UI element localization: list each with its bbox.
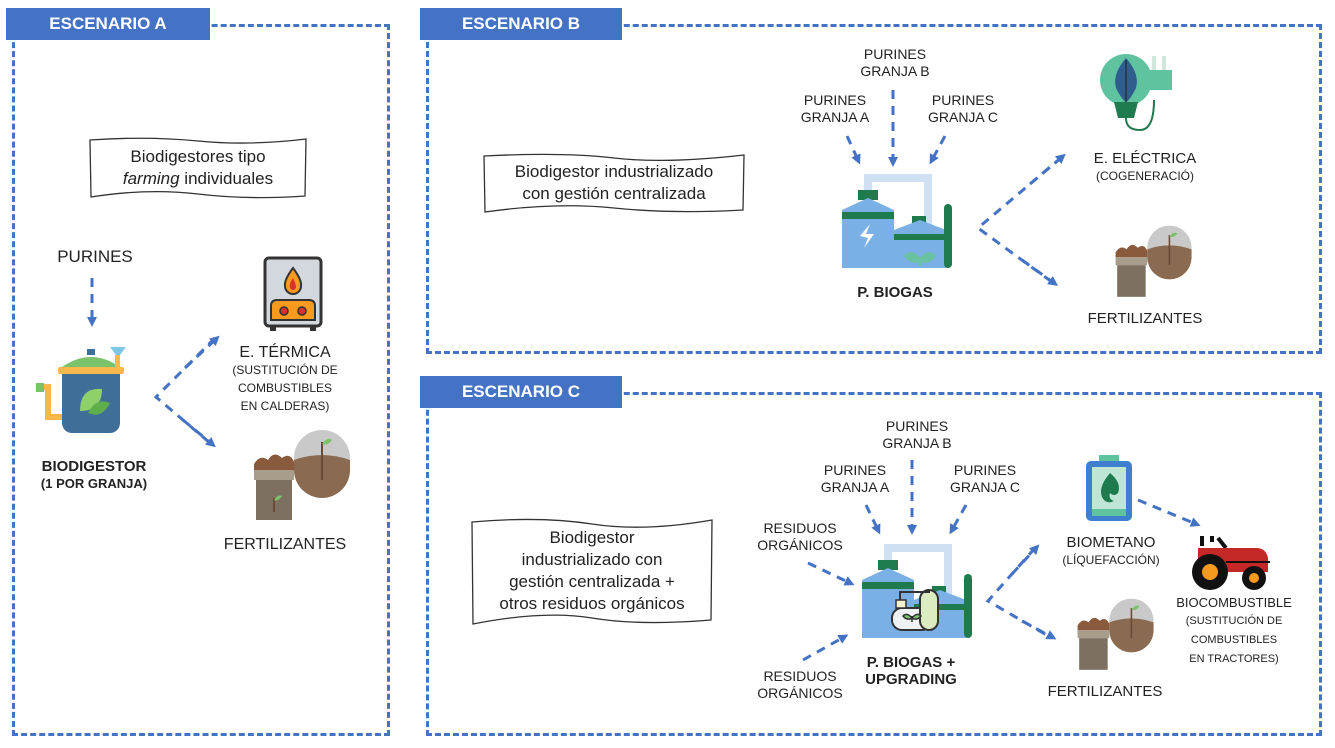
- scenario-b-note-line1: Biodigestor industrializado: [514, 162, 714, 181]
- arrow-granja-a-c: [864, 504, 881, 535]
- biofuel-sub-1: (SUSTITUCIÓN DE: [1185, 615, 1283, 627]
- arrow-to-fert-a: [182, 418, 216, 448]
- arrow-biodigestor-outputs: [153, 336, 217, 445]
- scenario-a-note: Biodigestores tipo farming individuales: [88, 136, 308, 200]
- upgrading-label-line2: UPGRADING: [865, 671, 957, 688]
- electric-title: E. ELÉCTRICA: [1093, 150, 1197, 167]
- b-granja-a-l1: PURINES: [803, 92, 867, 108]
- biofuel-label: BIOCOMBUSTIBLE (SUSTITUCIÓN DE COMBUSTIB…: [1166, 594, 1302, 668]
- scenario-a-note-line1: Biodigestores tipo: [130, 147, 266, 166]
- residues-top-l2: ORGÁNICOS: [757, 537, 843, 553]
- biodigestor-icon: [36, 347, 126, 433]
- c-granja-a-l2: GRANJA A: [820, 479, 890, 495]
- upgrading-label-line1: P. BIOGAS +: [866, 654, 956, 671]
- biomethane-title: BIOMETANO: [1066, 534, 1156, 551]
- thermal-sub-3: EN CALDERAS): [240, 399, 330, 413]
- b-granja-b-l2: GRANJA B: [860, 63, 930, 79]
- electric-sub: (COGENERACIÓ): [1095, 169, 1194, 183]
- c-granja-c-l1: PURINES: [953, 462, 1017, 478]
- arrow-residues-bottom: [802, 634, 849, 662]
- biomethane-sub: (LÍQUEFACCIÓN): [1062, 553, 1160, 567]
- arrow-granja-c-c: [949, 504, 968, 535]
- fertilizer-icon: [1077, 598, 1154, 670]
- b-granja-b-l1: PURINES: [863, 46, 927, 62]
- fertilizer-a-label: FERTILIZANTES: [223, 536, 347, 553]
- scenario-c-note-line2: industrializado con: [521, 550, 663, 569]
- scenario-c-panel: [426, 392, 1322, 736]
- biodigestor-label-line1: BIODIGESTOR: [41, 458, 147, 475]
- biomethane-battery-icon: [1086, 455, 1132, 521]
- thermal-output-label: E. TÉRMICA (SUSTITUCIÓN DE COMBUSTIBLES …: [220, 344, 350, 415]
- biogas-plant-icon: [842, 174, 952, 268]
- scenario-c-tab: ESCENARIO C: [420, 376, 622, 408]
- fertilizer-b-label: FERTILIZANTES: [1087, 310, 1203, 327]
- thermal-sub-1: (SUSTITUCIÓN DE: [232, 363, 338, 377]
- scenario-a-note-italic: farming: [122, 169, 180, 188]
- biofuel-title: BIOCOMBUSTIBLE: [1176, 595, 1292, 610]
- scenario-b-note-line2: con gestión centralizada: [522, 184, 706, 203]
- biofuel-sub-2: COMBUSTIBLES: [1190, 634, 1278, 646]
- electric-output-label: E. ELÉCTRICA (COGENERACIÓ): [1080, 150, 1210, 185]
- biomethane-label: BIOMETANO (LÍQUEFACCIÓN): [1046, 534, 1176, 569]
- arrow-biomethane-to-biofuel: [1137, 498, 1201, 527]
- arrow-upgrading-outputs: [985, 547, 1051, 639]
- fertilizer-c-label: FERTILIZANTES: [1047, 683, 1163, 700]
- c-granja-c-l2: GRANJA C: [949, 479, 1020, 495]
- scenario-c-note-line4: otros residuos orgánicos: [499, 594, 685, 613]
- biodigestor-label-line2: (1 POR GRANJA): [40, 476, 148, 491]
- c-granja-b-l1: PURINES: [885, 418, 949, 434]
- fertilizer-icon: [1115, 225, 1192, 297]
- scenario-c-note-line3: gestión centralizada +: [509, 572, 675, 591]
- b-granja-a-l2: GRANJA A: [800, 109, 870, 125]
- residues-top-l1: RESIDUOS: [763, 520, 837, 536]
- electric-bulb-icon: [1100, 54, 1172, 132]
- scenario-b-note: Biodigestor industrializado con gestión c…: [482, 152, 746, 214]
- tractor-icon: [1192, 536, 1270, 590]
- arrow-biogas-outputs: [975, 155, 1063, 284]
- scenario-a-input-purines: PURINES: [57, 247, 133, 266]
- scenario-c-note-line1: Biodigestor: [549, 528, 635, 547]
- c-granja-b-l2: GRANJA B: [882, 435, 952, 451]
- residues-bottom-l1: RESIDUOS: [763, 668, 837, 684]
- b-granja-c-l2: GRANJA C: [927, 109, 998, 125]
- arrow-to-thermal: [183, 335, 220, 370]
- c-granja-a-l1: PURINES: [823, 462, 887, 478]
- biogas-plant-label: P. BIOGAS: [857, 284, 933, 301]
- scenario-a-note-rest: individuales: [179, 169, 274, 188]
- scenario-a-tab: ESCENARIO A: [6, 8, 210, 40]
- residues-bottom-l2: ORGÁNICOS: [757, 685, 843, 701]
- biofuel-sub-3: EN TRACTORES): [1189, 653, 1279, 665]
- fertilizer-icon: [254, 430, 350, 520]
- thermal-sub-2: COMBUSTIBLES: [237, 381, 333, 395]
- scenario-c-note: Biodigestor industrializado con gestión ce…: [470, 516, 714, 626]
- arrow-residues-top: [807, 561, 855, 586]
- b-granja-c-l1: PURINES: [931, 92, 995, 108]
- biogas-upgrading-label: P. BIOGAS + UPGRADING: [846, 654, 976, 688]
- boiler-icon: [263, 256, 323, 331]
- biogas-upgrading-icon: [862, 544, 972, 638]
- biodigestor-label: BIODIGESTOR (1 POR GRANJA): [34, 458, 154, 492]
- scenario-b-panel: [426, 24, 1322, 354]
- arrow-granja-c-b: [929, 135, 947, 165]
- thermal-title: E. TÉRMICA: [239, 344, 331, 361]
- arrow-granja-a-b: [845, 135, 861, 165]
- scenario-b-tab: ESCENARIO B: [420, 8, 622, 40]
